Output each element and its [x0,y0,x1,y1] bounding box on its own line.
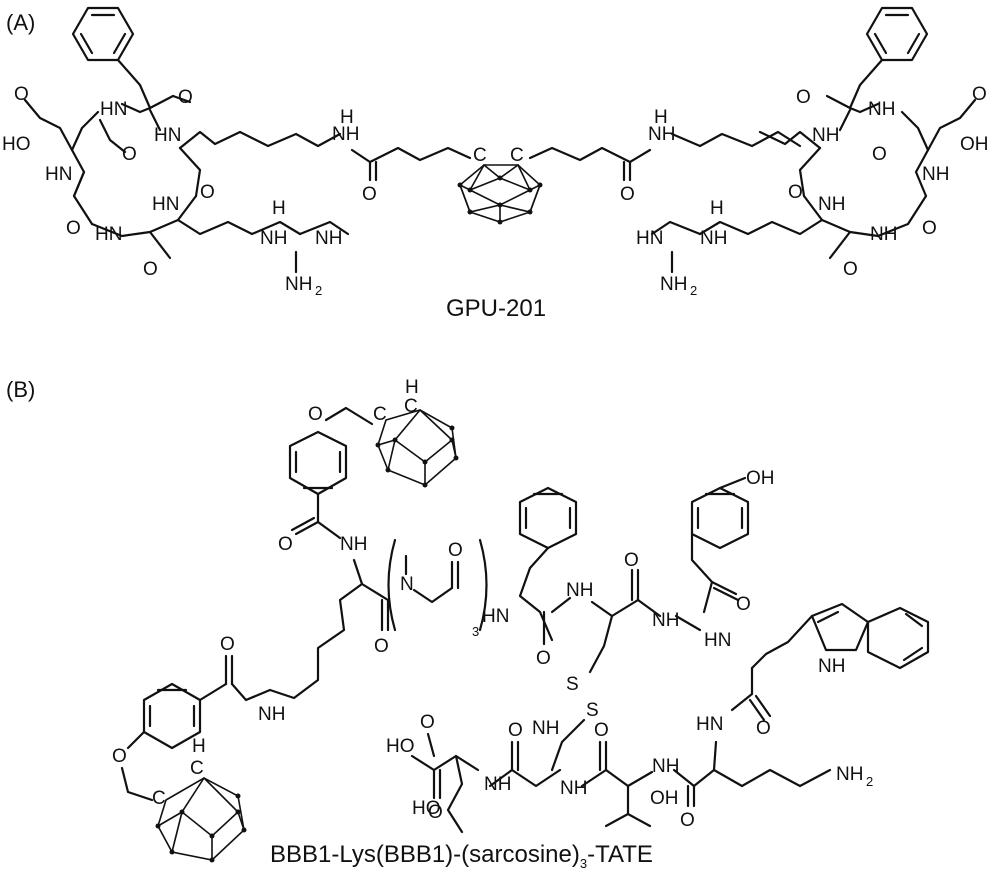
cage-b2-c2: C [152,788,166,809]
right-o-acid: O [972,84,987,105]
right-guan-nh: NH [700,228,727,249]
thr-nh: NH [652,756,679,777]
right-nh-2: NH [812,125,839,146]
trp-nh: NH [818,656,845,677]
lower-amide-nh: NH [258,704,285,725]
right-phenyl-ring [865,6,929,62]
right-oh: OH [960,134,989,155]
carborane-cage-b-bottom: H C C [152,736,247,863]
right-guan-hn: HN [636,228,663,249]
left-amide-nh: NH [332,124,359,145]
right-amide-nh: NH [648,124,675,145]
left-guan-nh-b: NH [285,274,312,295]
cys-nh: NH [566,580,593,601]
left-hn-3: HN [45,164,72,185]
right-guan-h: H [710,198,724,219]
left-o-acid: O [14,84,29,105]
trp-o: O [756,718,771,739]
right-nh-1: NH [868,99,895,120]
tyr-nh: NH [652,610,679,631]
left-amide-o: O [362,184,377,205]
thr2-ho: HO [386,736,415,757]
left-o-1: O [178,87,193,108]
right-o-1: O [796,87,811,108]
left-guan-nh: NH [260,228,287,249]
tyr-o: O [736,594,751,615]
cys2-o: O [508,720,523,741]
right-o-5: O [843,259,858,280]
sulfur-2: S [586,700,599,721]
right-nh-3: NH [922,164,949,185]
cage-a-c1: C [473,145,487,166]
sar-repeat: 3 [472,624,479,639]
right-o-3: O [788,182,803,203]
phe-o: O [536,648,551,669]
right-o-2: O [872,144,887,165]
lys-o: O [374,636,389,657]
tyr-oh: OH [746,468,775,489]
panel-b-label: (B) [6,377,35,402]
thr2-nh: NH [484,774,511,795]
left-guan-sub: 2 [315,283,322,298]
cage-b2-c1: C [190,758,204,779]
left-macrocycle [23,58,342,260]
sar-n: N [400,574,414,595]
cage-a-c2: C [510,145,524,166]
right-guan-sub: 2 [690,283,697,298]
left-guan-h: H [272,198,286,219]
cage-b1-c2: C [373,404,387,425]
lower-ether-o: O [112,746,127,767]
carborane-cage-a: C C [457,145,543,225]
sulfur-1: S [566,674,579,695]
right-macrocycle [698,58,977,260]
compound-b-name: BBB1-Lys(BBB1)-(sarcosine)3-TATE [270,841,653,870]
left-hn-4: HN [152,194,179,215]
thr-o: O [594,720,609,741]
panel-a-label: (A) [6,10,35,35]
right-amide-o: O [620,184,635,205]
right-amide-h: H [654,107,668,128]
cage-b2-h: H [192,736,206,757]
right-guan-nh2: NH [660,274,687,295]
lower-amide-o: O [220,634,235,655]
lys2-o: O [680,810,695,831]
left-hn-1: HN [100,99,127,120]
right-nh-4: NH [818,194,845,215]
left-o-4: O [66,218,81,239]
thr2-ho-b: HO [412,798,441,819]
left-o-5: O [143,259,158,280]
carborane-cage-b-top: H C C [373,377,459,488]
top-amide-nh: NH [340,534,367,555]
sar-o: O [448,540,463,561]
right-o-4: O [922,218,937,239]
left-o-3: O [200,182,215,203]
compound-a-name: GPU-201 [446,295,546,322]
lys2-sub: 2 [866,774,873,789]
thr2-o: O [428,802,443,823]
thr-oh: OH [650,788,679,809]
left-hn-2: HN [154,125,181,146]
cage-b1-h: H [405,377,419,398]
top-ether-o: O [308,404,323,425]
gpu201-structure: O HN HN HO O O HN O HN O HN O NH H NH NH… [2,6,989,298]
left-phenyl-ring [71,6,135,62]
trp-hn: HN [704,630,731,651]
top-amide-o: O [278,534,293,555]
right-nh-5: NH [870,224,897,245]
lys2-hn: HN [696,714,723,735]
bbb1-tate-structure: H C C O O NH O [112,377,930,863]
left-ho: HO [2,134,31,155]
phe-nh: HN [482,606,509,627]
left-guan-nh2: NH [315,228,342,249]
thr2-o-acid: O [420,712,435,733]
cys-o: O [624,550,639,571]
cys2-nh-b: NH [532,718,559,739]
left-hn-5: HN [95,224,122,245]
cys2-nh: NH [560,778,587,799]
left-amide-h: H [340,107,354,128]
left-o-2: O [122,144,137,165]
lys2-nh2: NH [836,764,863,785]
